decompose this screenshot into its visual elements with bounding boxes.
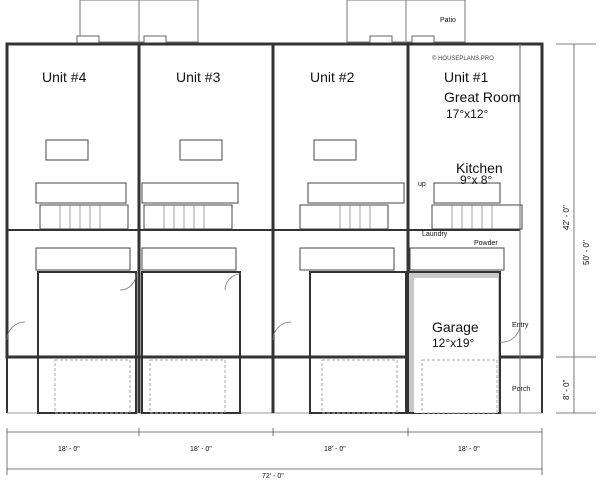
stair-up-label: up	[418, 181, 426, 188]
entry-label: Entry	[512, 322, 529, 329]
dim-right-50: 50' - 0"	[582, 240, 591, 265]
dim-unit-3: 18' - 0"	[190, 446, 212, 453]
kitchen-name: Kitchen	[456, 160, 503, 176]
porch-label: Porch	[512, 386, 531, 393]
garage-name: Garage	[432, 319, 479, 335]
garage-size: 12°x19°	[432, 336, 475, 350]
dim-right-8: 8' - 0"	[562, 379, 571, 400]
dim-unit-4: 18' - 0"	[58, 446, 80, 453]
dim-right-42: 42' - 0"	[562, 205, 571, 230]
great-room-name: Great Room	[444, 89, 521, 105]
dim-unit-1: 18' - 0"	[458, 446, 480, 453]
powder-label: Powder	[474, 240, 498, 247]
unit-4-label: Unit #4	[42, 69, 87, 85]
credit-text: © HOUSEPLANS.PRO	[432, 56, 494, 62]
kitchen-size: 9°x 8°	[460, 173, 493, 187]
dim-unit-2: 18' - 0"	[324, 446, 346, 453]
laundry-label: Laundry	[422, 231, 448, 238]
patio-label: Patio	[440, 17, 456, 24]
dim-total-width: 72' - 0"	[262, 473, 284, 480]
great-room-size: 17°x12°	[446, 107, 489, 121]
unit-2-label: Unit #2	[310, 69, 355, 85]
unit-1-label: Unit #1	[444, 69, 489, 85]
unit-3-label: Unit #3	[176, 69, 221, 85]
